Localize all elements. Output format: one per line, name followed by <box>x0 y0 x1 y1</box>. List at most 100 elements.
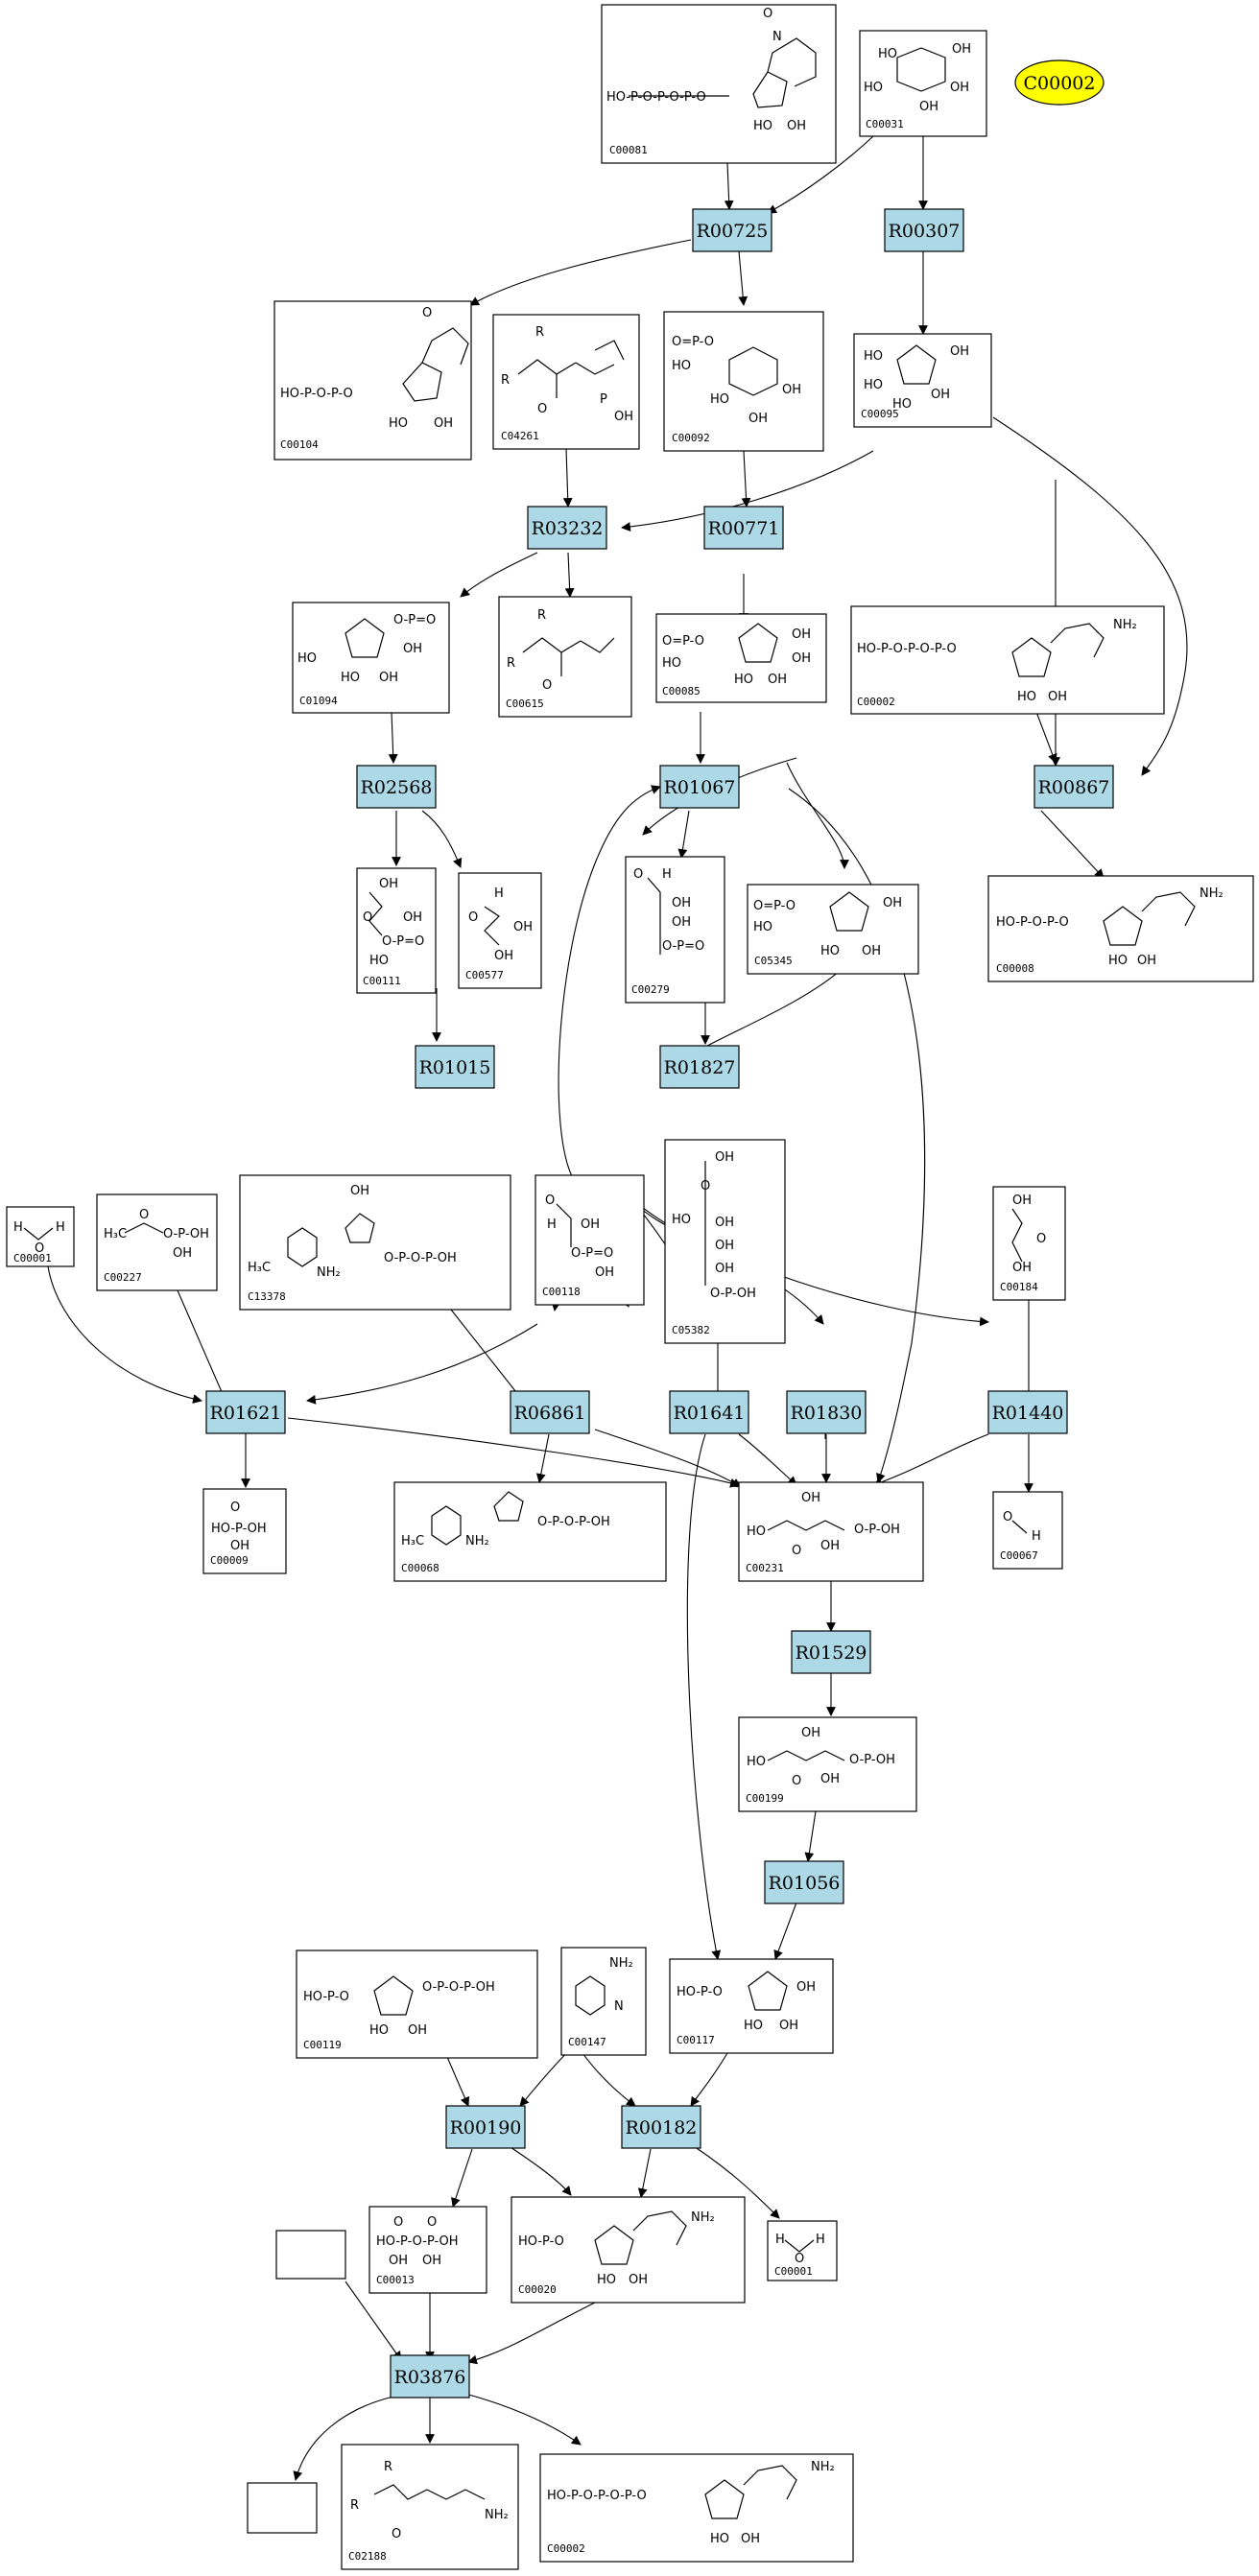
compound-c00009[interactable]: OHO-P-OH OH C00009 <box>202 1488 287 1574</box>
compound-id: C00147 <box>568 2036 606 2048</box>
svg-text:OH: OH <box>403 642 422 656</box>
reaction-r01056[interactable]: R01056 <box>764 1860 844 1904</box>
svg-text:O-P-O-P-OH: O-P-O-P-OH <box>422 1980 495 1995</box>
reaction-r01830[interactable]: R01830 <box>786 1390 867 1434</box>
svg-text:N: N <box>614 1999 624 2014</box>
svg-text:OH: OH <box>792 627 811 642</box>
reaction-label: R06861 <box>514 1403 586 1424</box>
compound-c00111[interactable]: OHO OHO-P=O HO C00111 <box>356 867 437 994</box>
compound-id: C00577 <box>465 969 504 981</box>
svg-text:R: R <box>535 325 544 340</box>
reaction-r00725[interactable]: R00725 <box>692 208 772 252</box>
compound-c04261[interactable]: RR OP OH C04261 <box>492 314 640 450</box>
reaction-r00182[interactable]: R00182 <box>621 2105 701 2149</box>
reaction-r01440[interactable]: R01440 <box>987 1390 1068 1434</box>
reaction-r03232[interactable]: R03232 <box>527 506 607 550</box>
reaction-label: R00182 <box>626 2117 698 2139</box>
compound-id: C00085 <box>662 685 701 697</box>
svg-text:HO: HO <box>753 119 772 133</box>
compound-id: C00104 <box>280 438 319 451</box>
reaction-r06861[interactable]: R06861 <box>510 1390 590 1434</box>
reaction-r01067[interactable]: R01067 <box>659 765 740 809</box>
svg-text:OH: OH <box>950 344 969 359</box>
compound-id: C00092 <box>672 432 710 444</box>
svg-text:O: O <box>139 1208 149 1222</box>
reaction-r00190[interactable]: R00190 <box>445 2105 526 2149</box>
svg-text:OH: OH <box>801 1726 820 1740</box>
svg-text:O: O <box>392 2527 401 2541</box>
reaction-r01827[interactable]: R01827 <box>659 1045 740 1089</box>
svg-text:OH: OH <box>1012 1193 1032 1208</box>
svg-text:O-P=O: O-P=O <box>382 934 424 949</box>
compound-c00118[interactable]: OH OHO-P=O OH C00118 <box>534 1174 645 1306</box>
reaction-r00307[interactable]: R00307 <box>884 208 964 252</box>
svg-text:OH: OH <box>796 1980 816 1995</box>
svg-text:H: H <box>816 2233 825 2247</box>
svg-text:HO: HO <box>341 671 360 685</box>
reaction-label: R01015 <box>419 1057 491 1078</box>
compound-id: C01094 <box>299 695 338 707</box>
compound-c00001-left[interactable]: HO H C00001 <box>6 1206 75 1267</box>
svg-text:O: O <box>427 2215 437 2230</box>
reaction-r01621[interactable]: R01621 <box>205 1390 286 1434</box>
svg-text:HO: HO <box>672 359 691 373</box>
compound-id: C00009 <box>210 1554 249 1567</box>
svg-text:O: O <box>393 2215 403 2230</box>
reaction-r01529[interactable]: R01529 <box>791 1630 871 1674</box>
reaction-r01015[interactable]: R01015 <box>415 1045 495 1089</box>
compound-c00001-bottom[interactable]: HO H C00001 <box>767 2220 838 2281</box>
svg-text:HO: HO <box>672 1213 691 1227</box>
reaction-r03876[interactable]: R03876 <box>390 2354 470 2399</box>
svg-text:OH: OH <box>672 896 691 910</box>
svg-text:HO: HO <box>662 656 681 671</box>
compound-empty-top[interactable] <box>275 2230 346 2280</box>
compound-c00067[interactable]: OH C00067 <box>992 1491 1063 1570</box>
svg-text:OH: OH <box>494 949 513 963</box>
compound-id: C00068 <box>401 1562 439 1574</box>
compound-c00184[interactable]: OHO OH C00184 <box>992 1186 1066 1301</box>
reaction-r01641[interactable]: R01641 <box>669 1390 749 1434</box>
svg-text:NH₂: NH₂ <box>811 2460 835 2474</box>
svg-text:O: O <box>545 1193 555 1208</box>
svg-text:HO: HO <box>864 81 883 95</box>
svg-text:O: O <box>792 1774 801 1788</box>
reaction-r00771[interactable]: R00771 <box>703 506 784 550</box>
svg-text:OH: OH <box>513 920 533 934</box>
compound-empty-bottom[interactable] <box>247 2482 318 2534</box>
svg-text:HO: HO <box>297 651 317 666</box>
reaction-r02568[interactable]: R02568 <box>356 765 437 809</box>
map-link-c00002[interactable]: C00002 <box>1014 59 1105 106</box>
svg-text:O: O <box>1003 1510 1012 1524</box>
svg-text:NH₂: NH₂ <box>317 1265 341 1280</box>
reaction-r00867[interactable]: R00867 <box>1033 765 1114 809</box>
reaction-label: R01067 <box>664 777 736 798</box>
compound-c00615[interactable]: RR O C00615 <box>498 596 632 718</box>
compound-id: C02188 <box>348 2550 387 2563</box>
